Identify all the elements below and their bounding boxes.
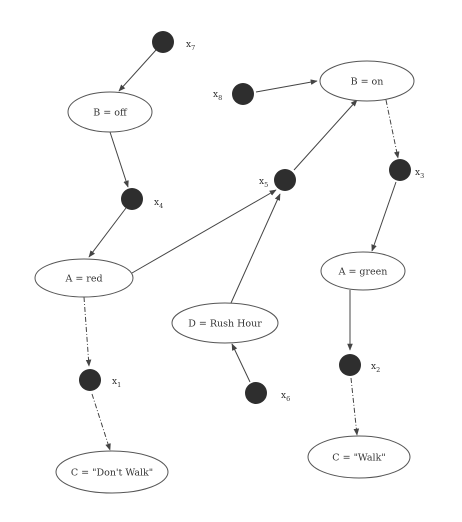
node-a-red: A = red <box>34 258 134 298</box>
var-x6-dot <box>245 382 267 404</box>
edges <box>83 49 400 451</box>
var-x3-dot <box>389 159 411 181</box>
node-b-on: B = on <box>319 60 415 102</box>
node-a-green-shape <box>320 251 406 291</box>
node-c-dont-walk: C = "Don't Walk" <box>55 450 169 494</box>
var-x3: x3 <box>389 159 424 181</box>
node-b-on-label: B = on <box>351 77 384 88</box>
node-d-rush-hour: D = Rush Hour <box>171 302 279 344</box>
node-c-walk-label: C = "Walk" <box>332 453 385 464</box>
var-x2-label: x2 <box>371 362 380 374</box>
var-x4-label: x4 <box>154 198 163 210</box>
node-d-rush-hour-label: D = Rush Hour <box>188 319 262 330</box>
edge-x2-to-c-walk <box>350 377 360 436</box>
var-x4: x4 <box>121 188 163 210</box>
node-d-rush-hour-shape <box>171 302 279 344</box>
edge-x5-to-b-on <box>293 99 358 171</box>
var-x8: x8 <box>213 83 254 105</box>
var-x1-dot <box>79 369 101 391</box>
var-x8-label: x8 <box>213 90 222 102</box>
node-b-off: B = off <box>67 91 153 133</box>
edge-x7-to-b-off <box>118 49 157 92</box>
node-b-on-shape <box>319 60 415 102</box>
node-c-dont-walk-shape <box>55 450 169 494</box>
node-c-walk-shape <box>307 435 411 479</box>
edge-a-red-to-x1 <box>83 296 92 367</box>
var-x1-label: x1 <box>112 377 121 389</box>
var-x6: x6 <box>245 382 290 404</box>
edge-x4-to-a-red <box>88 207 127 258</box>
edge-d-rush-to-x5 <box>230 193 281 304</box>
var-x7-dot <box>152 31 174 53</box>
var-x5-label: x5 <box>259 177 268 189</box>
var-x3-label: x3 <box>415 168 424 180</box>
node-b-off-shape <box>67 91 153 133</box>
edge-x6-to-d-rush <box>231 343 251 383</box>
node-a-green-label: A = green <box>338 267 388 278</box>
var-x6-label: x6 <box>281 391 290 403</box>
var-x2: x2 <box>339 354 380 376</box>
var-x2-dot <box>339 354 361 376</box>
var-x4-dot <box>121 188 143 210</box>
node-b-off-label: B = off <box>93 108 128 119</box>
var-x7: x7 <box>152 31 195 53</box>
var-x8-dot <box>232 83 254 105</box>
var-x7-label: x7 <box>186 40 195 52</box>
node-a-green: A = green <box>320 251 406 291</box>
edge-x3-to-a-green <box>371 181 397 252</box>
edge-b-on-to-x3 <box>385 99 400 159</box>
node-a-red-shape <box>34 258 134 298</box>
edge-x8-to-b-on <box>255 79 318 93</box>
node-c-dont-walk-label: C = "Don't Walk" <box>71 468 153 479</box>
node-c-walk: C = "Walk" <box>307 435 411 479</box>
edge-x1-to-c-dontwalk <box>91 393 111 451</box>
var-x1: x1 <box>79 369 121 391</box>
var-x5-dot <box>274 169 296 191</box>
node-a-red-label: A = red <box>64 274 102 285</box>
var-x5: x5 <box>259 169 296 191</box>
edge-a-red-to-x5 <box>131 189 277 274</box>
edge-b-off-to-x4 <box>109 131 129 188</box>
